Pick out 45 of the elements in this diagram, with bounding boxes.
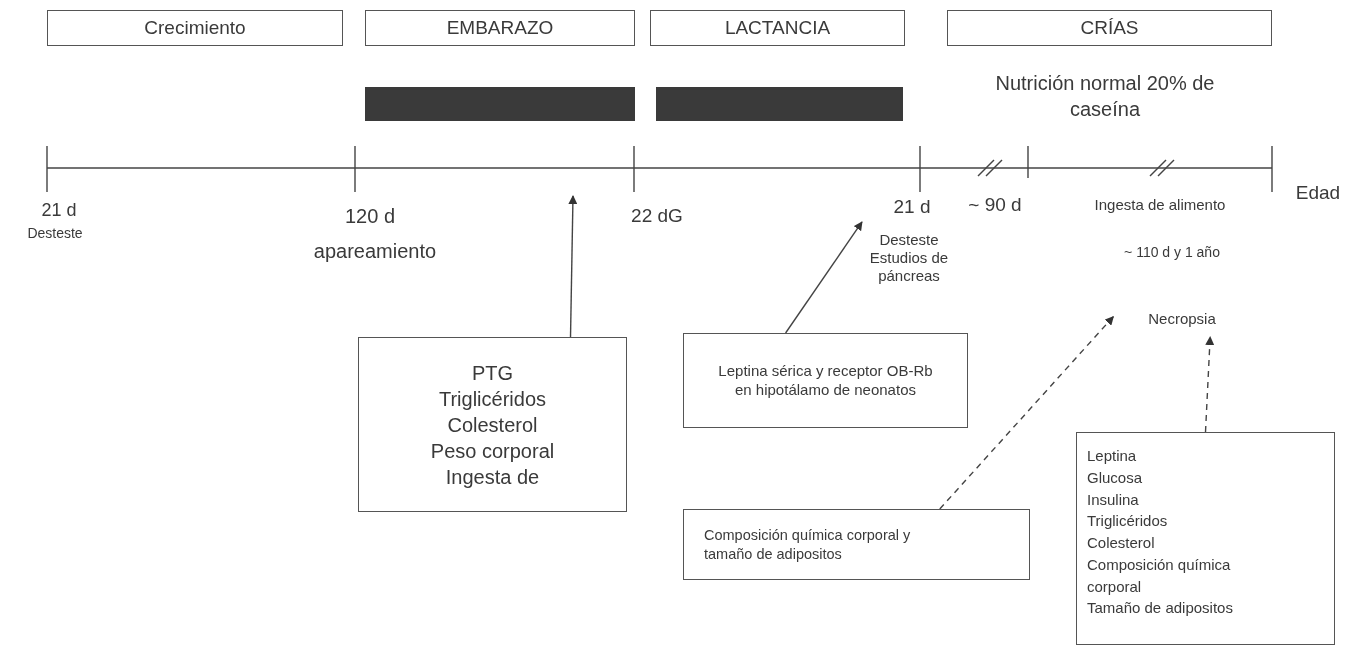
text-box [47,10,343,46]
label-text: apareamiento [313,240,437,263]
period-bar [656,87,903,121]
label-text: 21 d [41,200,77,221]
node-text: Triglicéridos [1087,511,1169,532]
label-text: 120 d [344,205,396,228]
node-text: PTG [470,360,515,386]
label-text: Edad [1295,182,1341,204]
label-text: ~ 110 d y 1 año [1124,244,1220,261]
node-text: LACTANCIA [723,16,832,40]
label-text: ~ 90 d [968,194,1022,216]
text-box [683,509,1030,580]
node-text: Crecimiento [143,16,247,40]
text-box [365,10,635,46]
arrow [939,315,1115,510]
period-bar [365,87,635,121]
node-text: EMBARAZO [445,16,555,40]
node-text: Tamaño de adipositos [1087,598,1234,619]
node-text: Ingesta de [444,464,541,490]
node-text: CRÍAS [1079,16,1140,40]
node-text: Peso corporal [429,438,556,464]
node-text: Colesterol [1087,533,1156,553]
label-text: 22 dG [631,205,683,227]
node-text: Necropsia [1147,310,1217,328]
arrow [784,221,863,334]
node-text: Glucosa [1087,467,1144,488]
label-text: 21 d [893,196,931,218]
node-text: Insulina [1087,489,1140,510]
node-text: Composición química corporal [1087,554,1232,597]
text-box [683,333,968,428]
node-text: Desteste Estudios de páncreas [868,231,950,285]
label-text: Nutrición normal 20% de caseína [994,71,1216,122]
text-box [947,10,1272,46]
node-text: Colesterol [446,412,539,438]
arrow [1204,336,1215,433]
text-box [1076,432,1335,645]
text-box [650,10,905,46]
arrow [568,195,578,338]
node-text: Composición química corporal y tamaño de adipositos [704,525,912,564]
label-text: Desteste [27,225,83,242]
node-text: Triglicéridos [437,386,548,412]
label-text: Ingesta de alimento [1094,196,1226,214]
node-text: Leptina sérica y receptor OB-Rb en hipotálamo de neonatos [718,361,933,400]
node-text: Leptina [1087,446,1138,466]
text-box [358,337,627,512]
